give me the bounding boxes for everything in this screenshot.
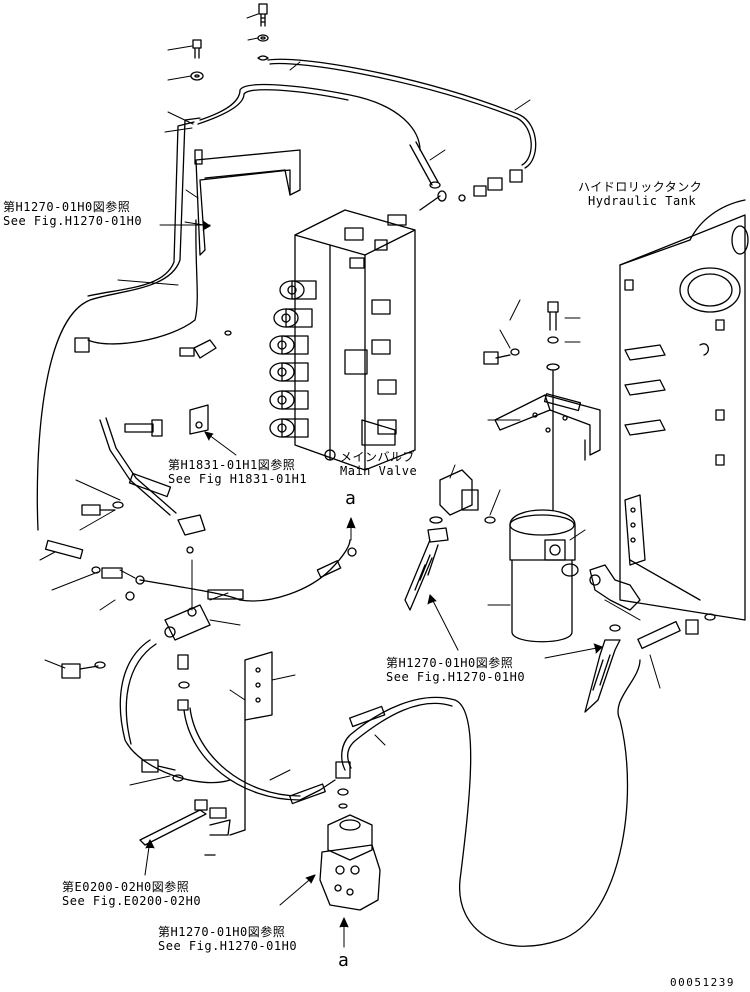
label-ref-h1270-bottom-ja: 第H1270-01H0図参照 [158,925,286,939]
main-valve [269,209,416,471]
hydraulic-tank [619,199,749,621]
valve-spools [269,280,317,438]
filter-bracket [483,348,601,461]
label-ref-h1270-bottom-en: See Fig.H1270-01H0 [158,939,298,953]
label-main-valve: メインバルブ Main Valve [340,450,417,478]
label-hydraulic-tank-ja: ハイドロリックタンク [578,180,703,194]
label-hydraulic-tank-en: Hydraulic Tank [588,194,697,208]
pump-unit [319,761,381,911]
label-main-valve-ja: メインバルブ [340,450,416,464]
label-ref-e0200: 第E0200-02H0図参照 See Fig.E0200-02H0 [62,880,201,908]
bottom-left-parts [139,759,231,856]
valve-left-fittings [124,330,232,437]
label-main-valve-en: Main Valve [340,464,418,478]
label-ref-h1270-left-en: See Fig.H1270-01H0 [3,214,143,228]
label-ref-e0200-ja: 第E0200-02H0図参照 [62,880,190,894]
bracket-plate-center [229,651,273,836]
left-hose-assembly [44,417,357,602]
upper-hoses [36,58,537,531]
top-bolt-group [190,3,269,81]
drawing-number: 00051239 [670,976,735,989]
label-ref-h1270-bottom: 第H1270-01H0図参照 See Fig.H1270-01H0 [158,925,297,953]
label-ref-h1831: 第H1831-01H1図参照 See Fig H1831-01H1 [168,458,307,486]
bracket-upper [195,149,301,256]
junction-block [61,604,301,801]
label-ref-h1831-en: See Fig H1831-01H1 [168,472,308,486]
label-ref-h1270-left-ja: 第H1270-01H0図参照 [3,200,131,214]
marker-a-bottom: a [338,950,350,971]
label-ref-h1270-left: 第H1270-01H0図参照 See Fig.H1270-01H0 [3,200,142,228]
label-ref-h1270-right-en: See Fig.H1270-01H0 [386,670,526,684]
label-ref-h1270-right: 第H1270-01H0図参照 See Fig.H1270-01H0 [386,656,525,684]
leader-lines [39,13,661,948]
valve-top-fittings [409,141,523,211]
label-ref-h1831-ja: 第H1831-01H1図参照 [168,458,296,472]
label-ref-h1270-right-ja: 第H1270-01H0図参照 [386,656,514,670]
label-hydraulic-tank: ハイドロリックタンク Hydraulic Tank [578,180,702,208]
filter-assembly [404,301,641,713]
marker-a-top: a [345,488,357,509]
label-ref-e0200-en: See Fig.E0200-02H0 [62,894,202,908]
